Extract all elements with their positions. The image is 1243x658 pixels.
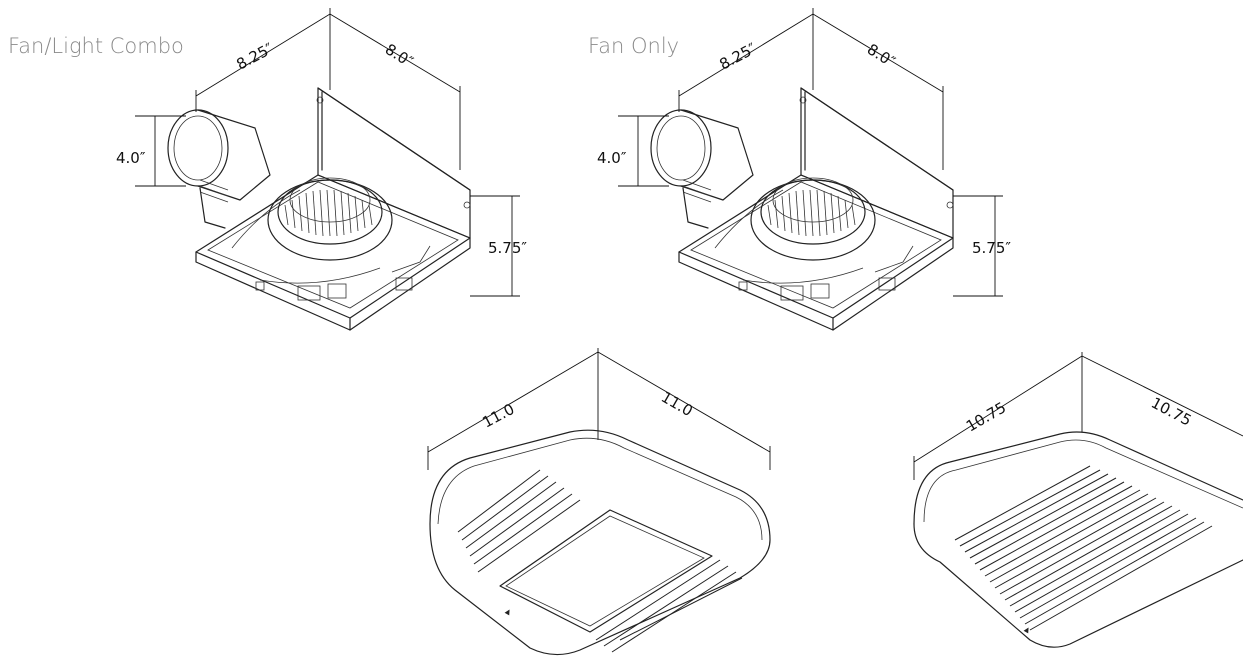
dim-light-grille-b: 11.0 (658, 388, 696, 420)
dim-duct-right: 4.0″ (597, 149, 627, 167)
dim-depth-left: 8.25″ (233, 39, 276, 73)
dim-fan-grille-b: 10.75 (1148, 394, 1194, 430)
fan-light-housing (134, 7, 521, 331)
dim-width-right: 8.0″ (864, 40, 899, 71)
dim-width-left: 8.0″ (382, 40, 417, 71)
svg-text:▲: ▲ (504, 607, 513, 617)
dim-light-grille-a: 11.0 (479, 400, 517, 432)
title-fan-light: Fan/Light Combo (8, 34, 184, 58)
svg-text:▲: ▲ (1023, 625, 1032, 635)
dim-depth-right: 8.25″ (716, 39, 759, 73)
fan-grille: ▲ (913, 352, 1243, 648)
title-fan-only: Fan Only (588, 34, 679, 58)
dim-duct-left: 4.0″ (116, 149, 146, 167)
light-grille: ▲ (427, 348, 771, 656)
dim-height-right: 5.75″ (972, 239, 1011, 257)
dim-height-left: 5.75″ (488, 239, 527, 257)
dim-fan-grille-a: 10.75 (963, 398, 1009, 435)
